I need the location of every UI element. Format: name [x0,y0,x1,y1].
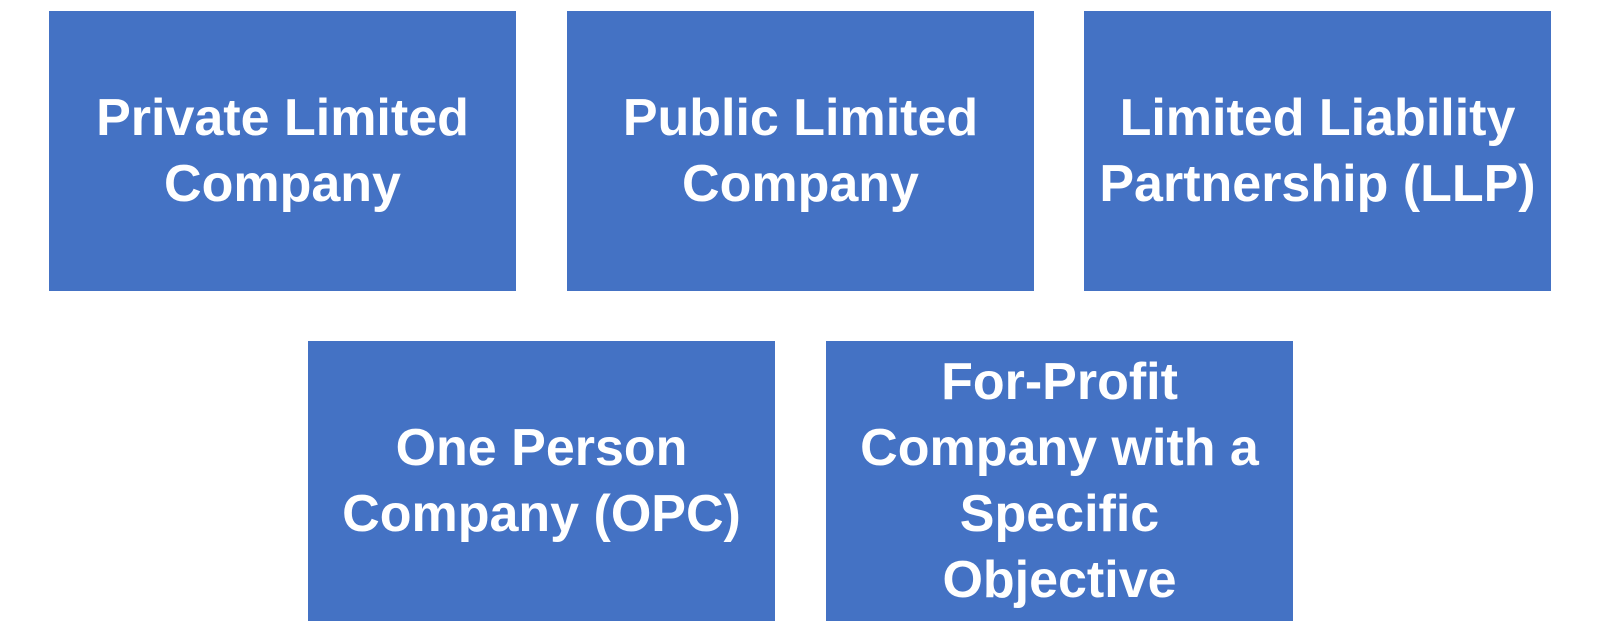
tile-label: One Person Company (OPC) [342,419,741,543]
tile-label: For-Profit Company with a Specific Objec… [860,353,1259,609]
tile-one-person-company: One Person Company (OPC) [308,341,775,621]
tile-label: Limited Liability Partnership (LLP) [1099,89,1536,213]
tile-label: Private Limited Company [96,89,469,213]
tile-label: Public Limited Company [622,89,979,213]
tile-private-limited-company: Private Limited Company [49,11,516,291]
tile-for-profit-specific-objective: For-Profit Company with a Specific Objec… [826,341,1293,621]
tile-limited-liability-partnership: Limited Liability Partnership (LLP) [1084,11,1551,291]
tile-public-limited-company: Public Limited Company [567,11,1034,291]
